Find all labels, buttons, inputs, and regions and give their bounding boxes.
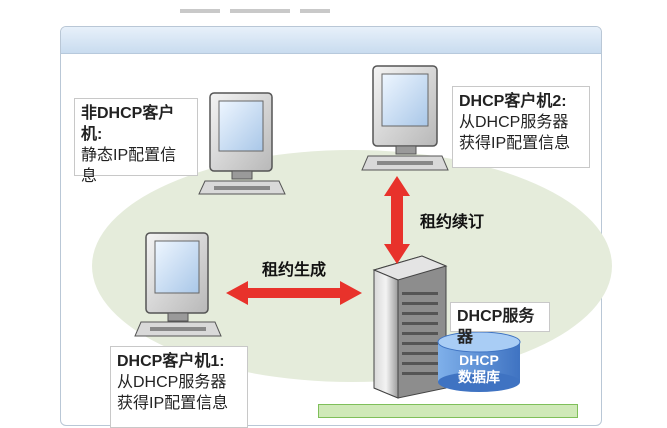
non-dhcp-client-desc: 静态IP配置信息	[81, 147, 177, 185]
dhcp-client2-desc1: 从DHCP服务器	[459, 114, 569, 131]
database-icon	[437, 331, 521, 392]
panel-header	[61, 27, 601, 54]
non-dhcp-client-label: 非DHCP客户机: 静态IP配置信息	[74, 98, 198, 185]
dhcp-client1-desc1: 从DHCP服务器	[117, 374, 227, 391]
database-label: DHCP 数据库	[438, 352, 520, 386]
dhcp-client2-label: DHCP客户机2: 从DHCP服务器 获得IP配置信息	[452, 86, 590, 168]
lease-generation-arrow	[226, 281, 362, 305]
dhcp-client1-desc2: 获得IP配置信息	[117, 395, 229, 412]
dhcp-server-label: DHCP服务器	[450, 302, 550, 346]
dhcp-client2-title: DHCP客户机2:	[459, 93, 567, 110]
dhcp-server-icon	[372, 255, 448, 399]
diagram-art	[134, 65, 521, 399]
dhcp-client1-title: DHCP客户机1:	[117, 353, 225, 370]
database-label-line1: DHCP	[459, 352, 499, 368]
top-decoration	[180, 0, 380, 13]
dhcp-client1-computer-icon	[134, 232, 222, 337]
dhcp-client2-computer-icon	[361, 65, 449, 171]
non-dhcp-client-title: 非DHCP客户机:	[81, 105, 175, 143]
non-dhcp-computer-icon	[198, 92, 286, 195]
dhcp-client2-desc2: 获得IP配置信息	[459, 135, 571, 152]
lease-renewal-arrow	[384, 176, 410, 264]
lease-generation-label: 租约生成	[262, 262, 327, 279]
lease-renewal-label: 租约续订	[420, 214, 485, 231]
database-label-line2: 数据库	[458, 369, 500, 385]
